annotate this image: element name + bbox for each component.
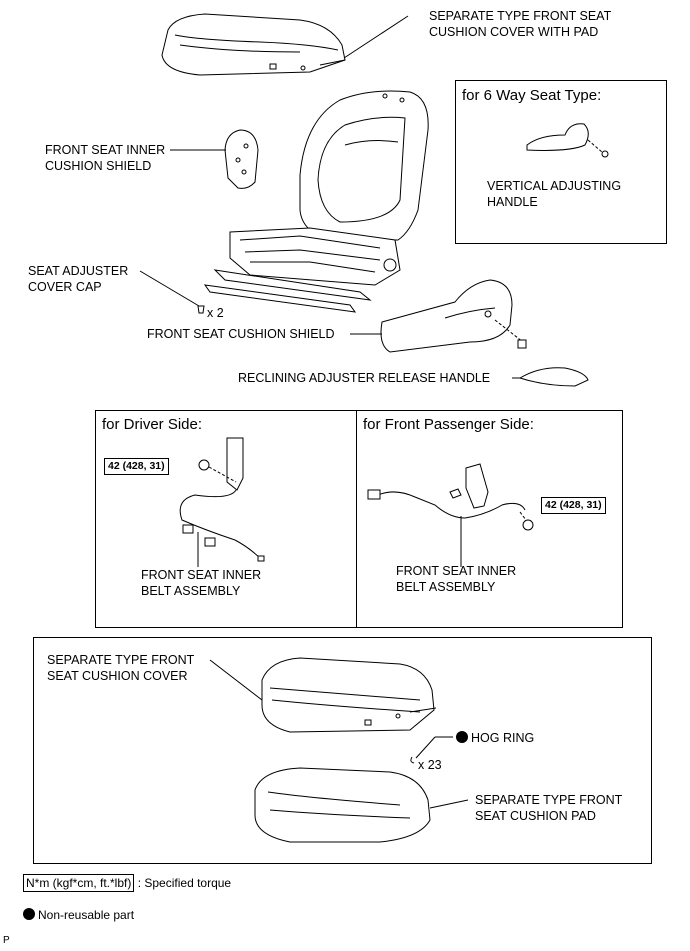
torque-driver: 42 (428, 31) xyxy=(104,458,169,475)
belt-box xyxy=(95,410,623,628)
seat-frame-drawing xyxy=(203,227,401,313)
leader-cushion-pad xyxy=(429,799,469,809)
label-belt-driver: FRONT SEAT INNER BELT ASSEMBLY xyxy=(141,568,262,598)
label-cap-qty: x 2 xyxy=(207,306,224,320)
cover-cap-part xyxy=(197,305,205,314)
label-vertical-handle: VERTICAL ADJUSTING HANDLE xyxy=(487,179,622,209)
six-way-title: for 6 Way Seat Type: xyxy=(462,87,602,104)
legend-torque: N*m (kgf*cm, ft.*lbf) : Specified torque xyxy=(23,874,232,892)
corner-code: P xyxy=(3,935,10,946)
screw-part xyxy=(517,339,527,349)
torque-passenger: 42 (428, 31) xyxy=(541,497,606,514)
label-hog-ring: HOG RING xyxy=(456,730,534,746)
label-reclining-handle: RECLINING ADJUSTER RELEASE HANDLE xyxy=(238,371,491,385)
label-seat-adjuster-cap: SEAT ADJUSTER COVER CAP xyxy=(28,264,129,294)
legend-dot xyxy=(23,908,35,920)
driver-title: for Driver Side: xyxy=(102,416,203,433)
hog-ring-text: HOG RING xyxy=(471,731,535,745)
legend-nonreusable: Non-reusable part xyxy=(23,907,134,923)
nonreusable-dot xyxy=(456,731,468,743)
passenger-title: for Front Passenger Side: xyxy=(363,416,534,433)
six-way-box xyxy=(455,80,667,244)
seatback-drawing xyxy=(299,90,429,241)
driver-belt-drawing xyxy=(179,437,265,562)
cushion-shield-drawing xyxy=(380,279,513,353)
label-belt-passenger: FRONT SEAT INNER BELT ASSEMBLY xyxy=(396,564,517,594)
legend-nonreusable-text: Non-reusable part xyxy=(38,908,135,922)
inner-cushion-shield-drawing xyxy=(224,129,259,189)
label-inner-cushion-shield: FRONT SEAT INNER CUSHION SHIELD xyxy=(45,143,166,173)
cushion-pad-drawing xyxy=(254,767,431,843)
cushion-cover-drawing xyxy=(261,657,437,733)
passenger-belt-drawing xyxy=(367,463,534,531)
cushion-box xyxy=(33,637,652,864)
belt-box-divider xyxy=(356,410,357,628)
label-cushion-shield: FRONT SEAT CUSHION SHIELD xyxy=(147,327,335,341)
leader-cover-with-pad xyxy=(343,15,409,59)
leader-hog-ring xyxy=(415,736,436,759)
label-hog-qty: x 23 xyxy=(418,758,442,772)
cushion-cover-with-pad-drawing xyxy=(161,13,346,76)
legend-torque-box: N*m (kgf*cm, ft.*lbf) xyxy=(23,874,135,892)
vertical-handle-drawing xyxy=(526,123,609,158)
label-cushion-cover: SEPARATE TYPE FRONT SEAT CUSHION COVER xyxy=(47,653,195,683)
leader-cushion-cover xyxy=(209,659,263,701)
label-cushion-pad: SEPARATE TYPE FRONT SEAT CUSHION PAD xyxy=(475,793,623,823)
reclining-handle-drawing xyxy=(518,367,589,387)
label-cover-with-pad: SEPARATE TYPE FRONT SEAT CUSHION COVER W… xyxy=(429,9,612,39)
legend-torque-text: : Specified torque xyxy=(137,876,232,890)
leader-cover-cap xyxy=(139,270,200,307)
